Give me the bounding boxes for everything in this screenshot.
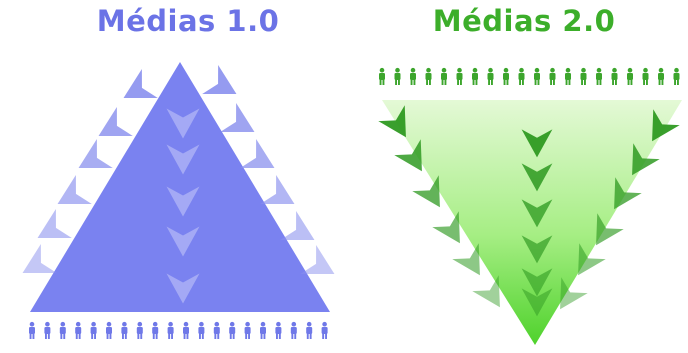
person-icon — [29, 321, 35, 339]
person-icon — [627, 67, 633, 85]
arrow-icon — [521, 199, 553, 228]
arrow-icon — [220, 103, 255, 132]
arrow-icon — [166, 273, 200, 304]
arrow-icon — [412, 175, 440, 208]
person-icon — [198, 321, 205, 339]
arrow-icon — [57, 175, 92, 204]
arrow-icon — [596, 213, 624, 246]
arrow-icon — [394, 139, 422, 172]
person-icon — [213, 321, 220, 339]
arrow-icon — [521, 129, 553, 158]
person-icon — [167, 321, 174, 339]
person-icon — [534, 67, 540, 85]
arrow-icon — [280, 211, 315, 240]
arrow-icon — [166, 144, 200, 175]
person-icon — [59, 321, 66, 339]
person-icon — [152, 321, 159, 339]
arrow-icon — [260, 175, 295, 204]
arrow-icon — [166, 186, 200, 217]
arrow-icon — [240, 139, 275, 168]
participation-triangle — [382, 100, 682, 345]
arrow-icon — [452, 243, 480, 276]
person-icon — [456, 67, 463, 85]
arrow-icon — [432, 211, 460, 244]
person-icon — [642, 67, 649, 85]
person-icon — [75, 321, 82, 339]
triangle-shape — [30, 62, 330, 312]
arrow-icon — [521, 235, 553, 264]
converging-arrows — [378, 105, 680, 317]
person-icon — [487, 67, 494, 85]
person-icon — [106, 321, 112, 339]
arrow-icon — [166, 108, 200, 139]
person-icon — [518, 67, 525, 85]
person-icon — [580, 67, 587, 85]
arrow-icon — [300, 245, 335, 274]
media-2-0-title: Médias 2.0 — [432, 4, 616, 38]
outward-arrows — [22, 65, 335, 304]
triangle-shape — [382, 100, 682, 345]
broadcast-triangle — [30, 62, 330, 312]
arrow-icon — [22, 244, 57, 273]
media-1-0-title: Médias 1.0 — [96, 4, 280, 38]
arrow-icon — [472, 275, 500, 308]
person-icon — [121, 321, 128, 339]
media-1-0-panel: Médias 1.0 — [22, 4, 335, 339]
person-icon — [244, 321, 251, 339]
arrow-icon — [98, 107, 133, 136]
person-icon — [596, 67, 602, 85]
arrow-icon — [521, 163, 553, 192]
arrow-icon — [202, 65, 237, 94]
person-icon — [275, 321, 282, 339]
person-icon — [565, 67, 571, 85]
person-icon — [44, 321, 51, 339]
arrow-icon — [652, 109, 680, 142]
person-icon — [306, 321, 313, 339]
media-1-0-diagram — [22, 62, 335, 339]
person-icon — [136, 321, 143, 339]
arrow-icon — [521, 268, 553, 297]
audience-row — [29, 321, 328, 339]
arrow-icon — [521, 288, 553, 317]
person-icon — [394, 67, 401, 85]
person-icon — [503, 67, 509, 85]
person-icon — [611, 67, 618, 85]
person-icon — [260, 321, 266, 339]
person-icon — [90, 321, 97, 339]
person-icon — [229, 321, 236, 339]
person-icon — [658, 67, 664, 85]
person-icon — [425, 67, 432, 85]
person-icon — [472, 67, 478, 85]
arrow-icon — [378, 105, 406, 138]
person-icon — [321, 321, 328, 339]
person-icon — [183, 321, 189, 339]
arrow-icon — [578, 243, 606, 276]
participant-row — [379, 67, 680, 85]
person-icon — [410, 67, 416, 85]
arrow-icon — [614, 177, 642, 210]
media-2-0-diagram — [378, 67, 682, 345]
media-2-0-panel: Médias 2.0 — [360, 0, 688, 353]
arrow-icon — [78, 139, 113, 168]
person-icon — [290, 321, 297, 339]
arrow-icon — [37, 209, 72, 238]
person-icon — [441, 67, 447, 85]
person-icon — [379, 67, 385, 85]
arrow-icon — [166, 226, 200, 257]
arrow-icon — [560, 277, 588, 310]
arrow-icon — [632, 143, 660, 176]
person-icon — [549, 67, 556, 85]
person-icon — [673, 67, 680, 85]
arrow-icon — [123, 69, 158, 98]
